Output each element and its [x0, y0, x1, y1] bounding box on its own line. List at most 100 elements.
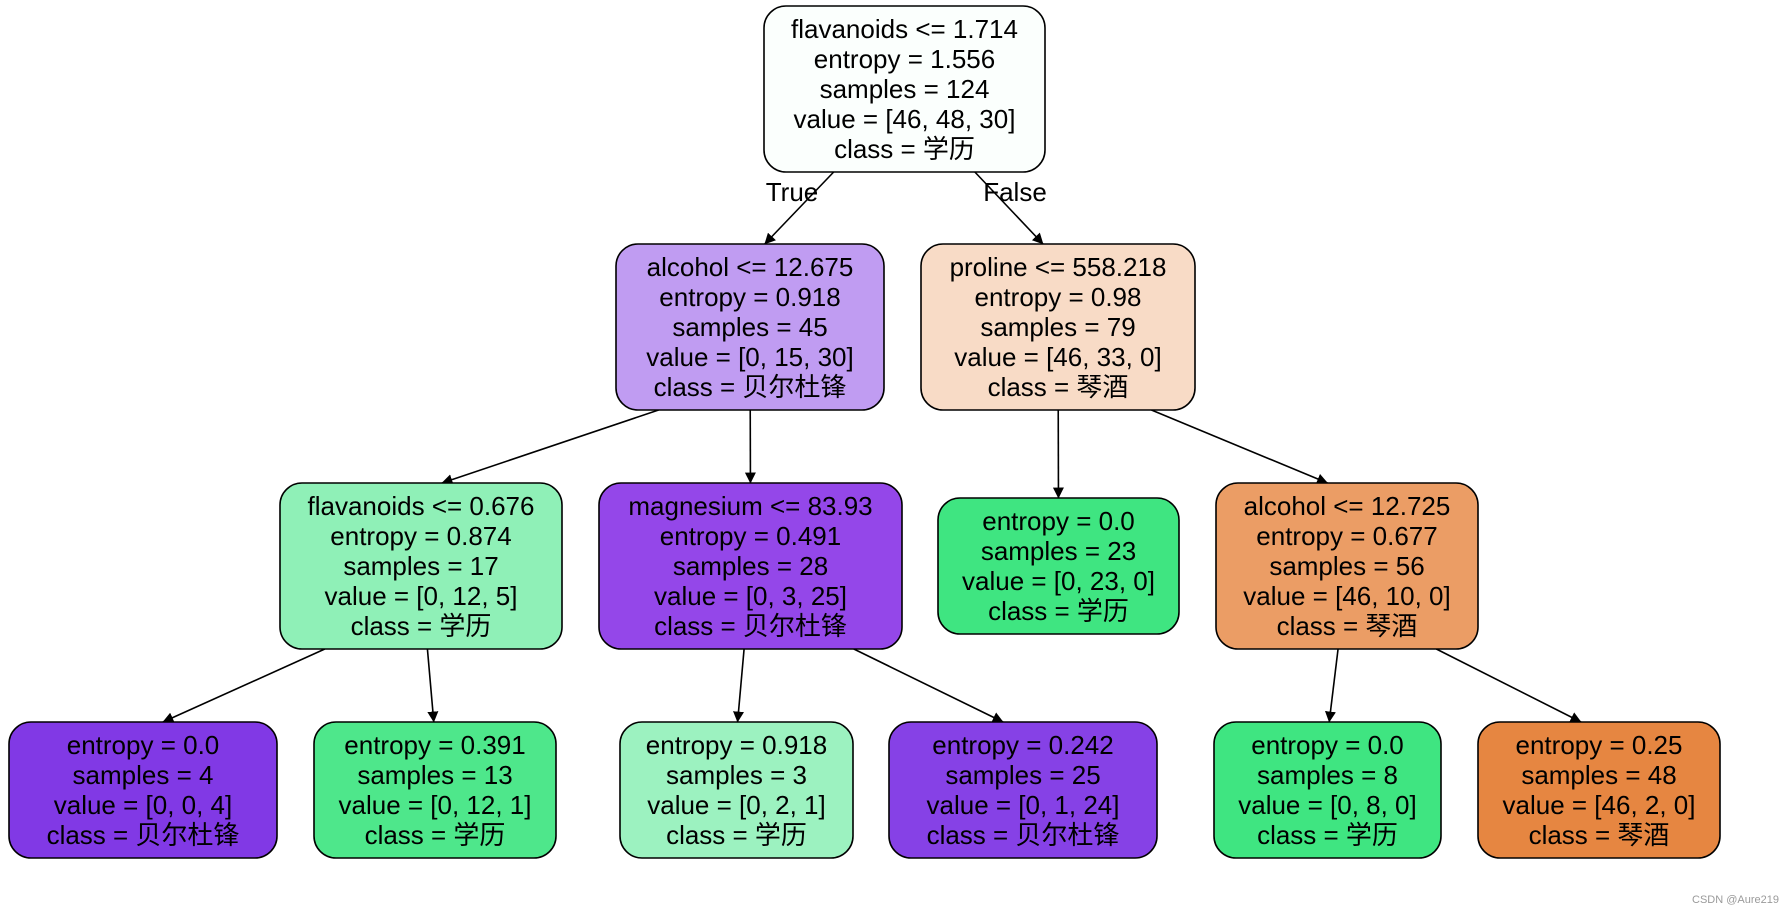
node-text-line: class = 学历	[988, 596, 1129, 626]
node-text-line: class = 学历	[351, 611, 492, 641]
node-text-line: class = 学历	[834, 134, 975, 164]
node-text-line: class = 贝尔杜锋	[47, 820, 240, 850]
node-text-line: entropy = 0.98	[975, 282, 1142, 312]
node-text-line: class = 贝尔杜锋	[927, 820, 1120, 850]
node-box	[763, 5, 1046, 173]
node-text-line: samples = 48	[1521, 760, 1676, 790]
node-box	[8, 721, 278, 859]
node-text-line: samples = 23	[981, 536, 1136, 566]
node-text-line: samples = 8	[1257, 760, 1398, 790]
node-text-line: value = [46, 48, 30]	[794, 104, 1016, 134]
node-text-line: flavanoids <= 1.714	[791, 14, 1018, 44]
node-text-line: class = 琴酒	[988, 372, 1129, 402]
node-text-line: entropy = 0.0	[67, 730, 220, 760]
node-text-line: samples = 25	[945, 760, 1100, 790]
edge-n4-n10	[853, 648, 1004, 723]
node-text-line: samples = 3	[666, 760, 807, 790]
node-text-line: entropy = 0.25	[1516, 730, 1683, 760]
node-text-line: alcohol <= 12.725	[1244, 491, 1451, 521]
node-text-line: flavanoids <= 0.676	[308, 491, 535, 521]
node-text-line: value = [46, 2, 0]	[1503, 790, 1696, 820]
edges-layer	[162, 171, 1582, 723]
edge-n2-n6	[1151, 409, 1329, 485]
node-text-line: entropy = 0.918	[659, 282, 840, 312]
node-text-line: samples = 17	[343, 551, 498, 581]
node-text-line: entropy = 0.677	[1256, 521, 1437, 551]
node-text-line: entropy = 0.491	[660, 521, 841, 551]
node-box	[1477, 721, 1721, 859]
edge-n3-n7	[162, 648, 326, 723]
node-box	[615, 243, 885, 411]
node-text-line: value = [46, 33, 0]	[954, 342, 1161, 372]
node-text-line: samples = 56	[1269, 551, 1424, 581]
node-text-line: magnesium <= 83.93	[628, 491, 872, 521]
node-box	[888, 721, 1158, 859]
node-box	[1215, 482, 1479, 650]
node-text-line: value = [0, 1, 24]	[927, 790, 1120, 820]
node-text-line: samples = 45	[672, 312, 827, 342]
node-text-line: entropy = 0.0	[982, 506, 1135, 536]
node-text-line: proline <= 558.218	[950, 252, 1167, 282]
node-text-line: samples = 13	[357, 760, 512, 790]
node-text-line: class = 贝尔杜锋	[654, 611, 847, 641]
node-text-line: samples = 124	[820, 74, 990, 104]
edge-n3-n8	[426, 648, 439, 723]
node-box	[1213, 721, 1442, 859]
node-text-line: entropy = 0.874	[330, 521, 511, 551]
node-text-line: value = [0, 12, 5]	[325, 581, 518, 611]
edge-label-true: True	[766, 177, 819, 207]
node-text-line: alcohol <= 12.675	[647, 252, 854, 282]
node-box	[920, 243, 1196, 411]
node-text-line: class = 学历	[365, 820, 506, 850]
node-text-line: entropy = 0.918	[646, 730, 827, 760]
node-text-line: value = [46, 10, 0]	[1243, 581, 1450, 611]
node-text-line: class = 学历	[1257, 820, 1398, 850]
node-text-line: samples = 4	[73, 760, 214, 790]
node-text-line: class = 琴酒	[1277, 611, 1418, 641]
edge-n4-n9	[733, 648, 745, 723]
node-text-line: samples = 79	[980, 312, 1135, 342]
node-text-line: class = 贝尔杜锋	[654, 372, 847, 402]
node-text-line: entropy = 0.242	[932, 730, 1113, 760]
node-box	[313, 721, 557, 859]
node-text-line: class = 学历	[666, 820, 807, 850]
node-text-line: value = [0, 2, 1]	[647, 790, 826, 820]
node-box	[937, 497, 1180, 635]
node-text-line: value = [0, 12, 1]	[339, 790, 532, 820]
node-text-line: value = [0, 15, 30]	[646, 342, 853, 372]
edge-n6-n11	[1324, 648, 1339, 723]
edge-n0-n2	[974, 171, 1044, 245]
node-text-line: class = 琴酒	[1529, 820, 1670, 850]
node-text-line: value = [0, 8, 0]	[1238, 790, 1417, 820]
edge-label-false: False	[983, 177, 1047, 207]
node-text-line: entropy = 0.391	[344, 730, 525, 760]
node-text-line: value = [0, 23, 0]	[962, 566, 1155, 596]
node-text-line: value = [0, 3, 25]	[654, 581, 847, 611]
node-text-line: entropy = 0.0	[1251, 730, 1404, 760]
node-box	[598, 482, 903, 650]
node-text-line: value = [0, 0, 4]	[54, 790, 233, 820]
node-box	[619, 721, 854, 859]
edge-n0-n1	[764, 171, 835, 245]
edge-n1-n3	[441, 409, 659, 485]
node-text-line: entropy = 1.556	[814, 44, 995, 74]
edge-n6-n12	[1435, 648, 1582, 723]
node-text-line: samples = 28	[673, 551, 828, 581]
node-box	[279, 482, 563, 650]
watermark-text: CSDN @Aure219	[1692, 894, 1779, 906]
